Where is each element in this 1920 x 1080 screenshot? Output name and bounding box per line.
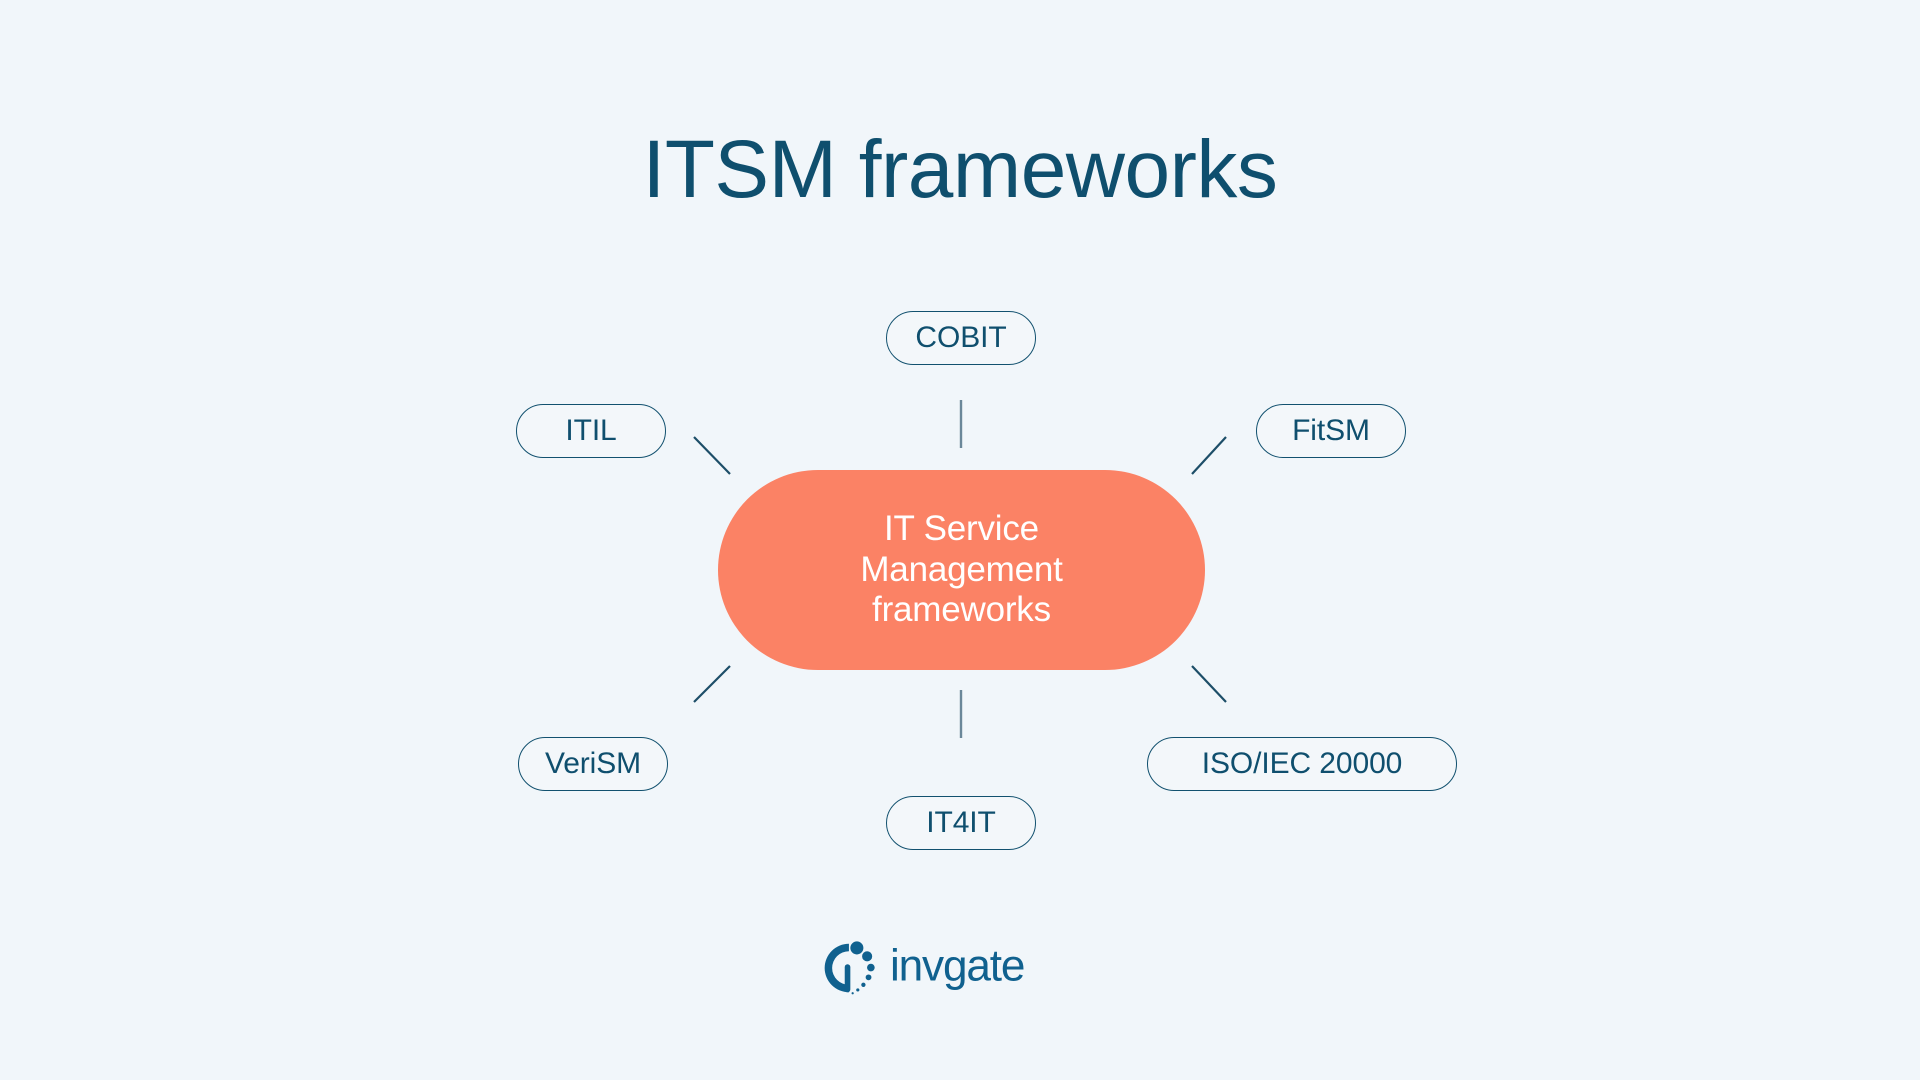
framework-node-it4it-label: IT4IT: [926, 806, 996, 839]
invgate-wordmark: invgate: [890, 944, 1025, 990]
hub-node-label: IT Service Management frameworks: [860, 508, 1063, 630]
framework-node-itil-label: ITIL: [565, 414, 617, 447]
framework-node-cobit-label: COBIT: [915, 321, 1007, 354]
framework-node-fitsm[interactable]: FitSM: [1256, 404, 1406, 458]
framework-node-it4it[interactable]: IT4IT: [886, 796, 1036, 850]
framework-node-iso-iec-20000-label: ISO/IEC 20000: [1201, 747, 1403, 780]
connector-itil: [693, 436, 731, 475]
invgate-logomark-icon: [825, 941, 876, 995]
page-title: ITSM frameworks: [642, 123, 1278, 215]
framework-node-verism[interactable]: VeriSM: [518, 737, 668, 791]
framework-node-verism-label: VeriSM: [544, 747, 642, 780]
framework-node-fitsm-label: FitSM: [1292, 414, 1370, 447]
invgate-logo: invgate: [0, 938, 1920, 998]
connector-iso: [1191, 665, 1227, 703]
framework-node-cobit[interactable]: COBIT: [886, 311, 1036, 365]
invgate-wordmark-text: invgate: [890, 944, 1024, 990]
connector-fitsm: [1191, 436, 1227, 475]
framework-node-itil[interactable]: ITIL: [516, 404, 666, 458]
connector-verism: [693, 665, 731, 703]
framework-node-iso-iec-20000[interactable]: ISO/IEC 20000: [1147, 737, 1457, 791]
hub-node: IT Service Management frameworks: [718, 470, 1205, 670]
